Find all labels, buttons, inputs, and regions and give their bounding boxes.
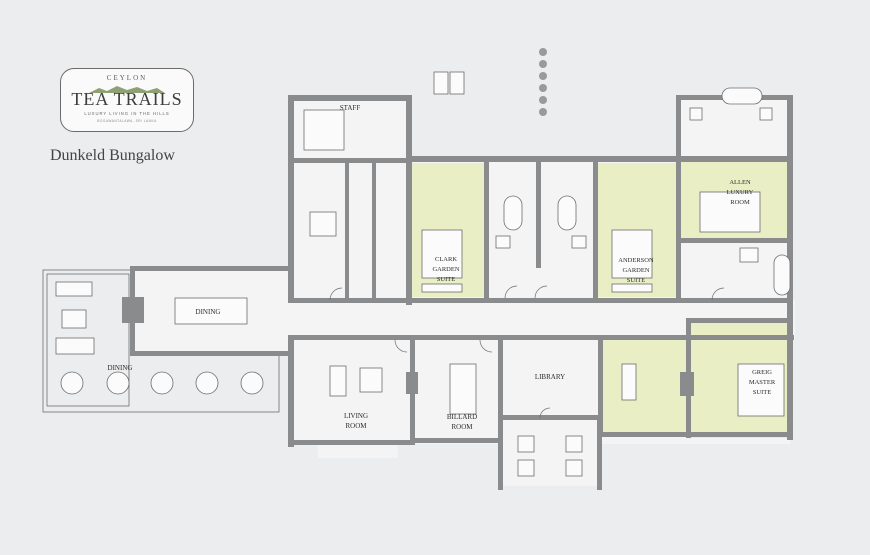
label-billiard-2: ROOM [451, 423, 473, 431]
label-living-2: ROOM [345, 422, 367, 430]
hills-icon [89, 86, 165, 93]
label-dining-room: DINING [196, 308, 221, 316]
logo-tagline: LUXURY LIVING IN THE HILLS [84, 111, 170, 116]
label-staff: STAFF [340, 104, 361, 112]
label-allen-1: ALLEN [729, 179, 751, 186]
page-title: Dunkeld Bungalow [50, 147, 175, 164]
label-allen-3: ROOM [730, 199, 750, 206]
logo-ceylon-text: CEYLON [106, 74, 148, 82]
label-billiard-1: BILLARD [447, 413, 477, 421]
label-clark-2: GARDEN [432, 266, 459, 273]
walls [130, 95, 794, 490]
label-anderson-2: GARDEN [622, 267, 649, 274]
furniture [122, 71, 785, 477]
label-clark-1: CLARK [435, 256, 457, 263]
garden-trees [539, 48, 547, 116]
label-clark-3: SUITE [437, 276, 455, 283]
label-anderson-1: ANDERSON [618, 257, 654, 264]
room-labels: STAFF DINING DINING LIVING ROOM BILLARD … [108, 104, 776, 431]
label-greig-3: SUITE [753, 389, 771, 396]
logo-name-text: TEA TRAILS [71, 89, 183, 109]
label-anderson-3: SUITE [627, 277, 645, 284]
label-greig-2: MASTER [749, 379, 776, 386]
label-greig-1: GREIG [752, 369, 772, 376]
label-library: LIBRARY [535, 373, 565, 381]
doors [329, 285, 725, 419]
label-allen-2: LUXURY [727, 189, 754, 196]
label-living-1: LIVING [344, 412, 368, 420]
label-dining-terrace: DINING [108, 364, 133, 372]
logo-subline: BOGAWANTALAWA, SRI LANKA [97, 119, 157, 123]
bathroom-fixtures [495, 87, 791, 296]
tea-trails-logo: CEYLON TEA TRAILS LUXURY LIVING IN THE H… [60, 68, 194, 132]
